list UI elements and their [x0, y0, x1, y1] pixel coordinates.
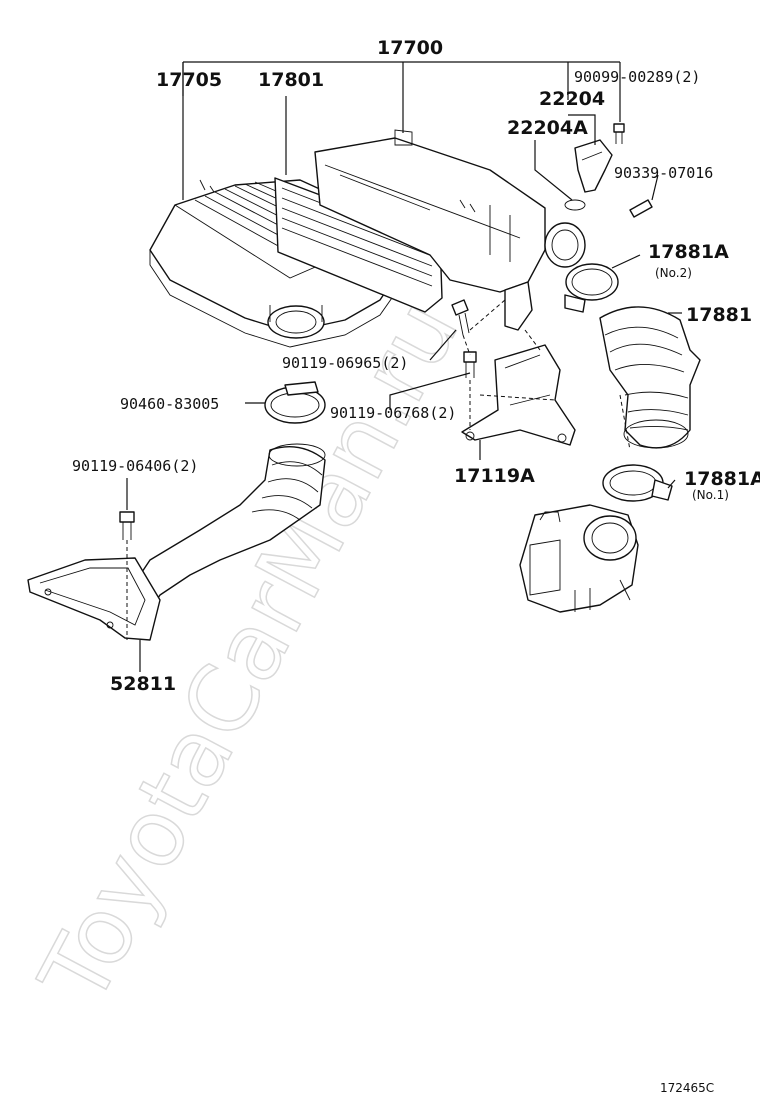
label-17881a-no2: 17881A	[648, 241, 729, 263]
diagram-code: 172465C	[660, 1081, 714, 1095]
watermark-text: ToyotaCarMan.ru	[19, 283, 479, 1021]
hose-clamp-no1	[602, 464, 673, 502]
label-17700: 17700	[377, 37, 443, 59]
plug-90339	[629, 199, 653, 218]
bolt-90119-06965	[451, 299, 470, 336]
label-17881a-no1: 17881A	[684, 468, 760, 490]
label-90339-07016: 90339-07016	[614, 164, 713, 182]
label-17801: 17801	[258, 69, 324, 91]
label-17705: 17705	[156, 69, 222, 91]
label-90119-06406: 90119-06406(2)	[72, 457, 198, 475]
bracket-17119a	[461, 344, 576, 446]
hose-clamp-no2	[564, 263, 619, 313]
screw-90099	[613, 123, 625, 144]
label-22204a: 22204A	[507, 117, 588, 139]
label-52811: 52811	[110, 673, 176, 695]
label-17119a: 17119A	[454, 465, 535, 487]
air-flow-meter	[564, 139, 613, 211]
air-cleaner-hose	[599, 306, 701, 449]
intake-duct	[129, 443, 326, 611]
label-17881a-no2-note: (No.2)	[655, 266, 692, 280]
air-inlet-52811	[27, 557, 161, 641]
label-90119-06965: 90119-06965(2)	[282, 354, 408, 372]
label-90099-00289: 90099-00289(2)	[574, 68, 700, 86]
label-90119-06768: 90119-06768(2)	[330, 404, 456, 422]
air-cleaner-case	[314, 129, 586, 293]
throttle-body	[519, 504, 639, 613]
label-17881: 17881	[686, 304, 752, 326]
label-17881a-no1-note: (No.1)	[692, 488, 729, 502]
bolt-90119-06768	[463, 351, 477, 378]
label-90460-83005: 90460-83005	[120, 395, 219, 413]
mounting-stay	[504, 281, 533, 331]
label-22204: 22204	[539, 88, 605, 110]
bolt-90119-06406	[119, 511, 135, 540]
hose-clamp-90460	[264, 381, 326, 424]
